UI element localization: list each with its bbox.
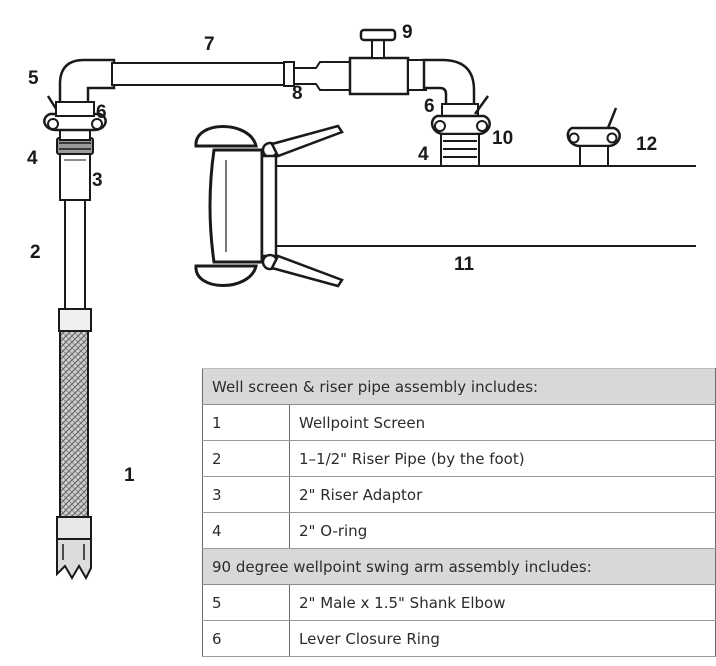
part-number: 4 [202,512,290,549]
table-row: 6 Lever Closure Ring [202,620,716,657]
right-coupling [430,95,491,167]
part-number: 5 [202,584,290,621]
valve-body [348,28,427,96]
callout-7: 7 [204,34,215,55]
swing-arm-pipe [111,61,295,87]
table-row: 1 Wellpoint Screen [202,404,716,441]
callout-12: 12 [636,134,657,155]
part-number: 1 [202,404,290,441]
parts-list-table: Well screen & riser pipe assembly includ… [202,368,716,657]
table-row: 2 1–1/2" Riser Pipe (by the foot) [202,440,716,477]
callout-5: 5 [28,68,39,89]
callout-4-right: 4 [418,144,429,165]
callout-9: 9 [402,22,413,43]
callout-3: 3 [92,170,103,191]
callout-11: 11 [454,254,475,275]
section-header-row: Well screen & riser pipe assembly includ… [202,368,716,405]
left-lever-closure-ring [43,95,107,132]
header-end-coupling [194,124,344,288]
table-row: 4 2" O-ring [202,512,716,549]
callout-8: 8 [292,83,303,104]
callout-6-left: 6 [96,102,107,123]
part-description: Lever Closure Ring [289,620,716,657]
swing-arm-elbow [55,58,116,117]
callout-4-left: 4 [27,148,38,169]
callout-10: 10 [492,128,513,149]
part-description: 2" Male x 1.5" Shank Elbow [289,584,716,621]
part-description: 1–1/2" Riser Pipe (by the foot) [289,440,716,477]
callout-6-right: 6 [424,96,435,117]
section-heading: Well screen & riser pipe assembly includ… [202,368,716,405]
table-row: 5 2" Male x 1.5" Shank Elbow [202,584,716,621]
riser-adaptor [59,151,91,201]
table-row: 3 2" Riser Adaptor [202,476,716,513]
part-description: Wellpoint Screen [289,404,716,441]
section-heading: 90 degree wellpoint swing arm assembly i… [202,548,716,585]
callout-2: 2 [30,242,41,263]
left-o-ring-coupling [56,127,94,155]
wellpoint-screen [56,311,92,581]
section-header-row: 90 degree wellpoint swing arm assembly i… [202,548,716,585]
part-description: 2" O-ring [289,512,716,549]
part-description: 2" Riser Adaptor [289,476,716,513]
riser-pipe [58,197,92,332]
header-pipe [276,165,696,247]
part-number: 6 [202,620,290,657]
header-port-coupling [566,107,621,167]
part-number: 3 [202,476,290,513]
part-number: 2 [202,440,290,477]
callout-1: 1 [124,465,135,486]
